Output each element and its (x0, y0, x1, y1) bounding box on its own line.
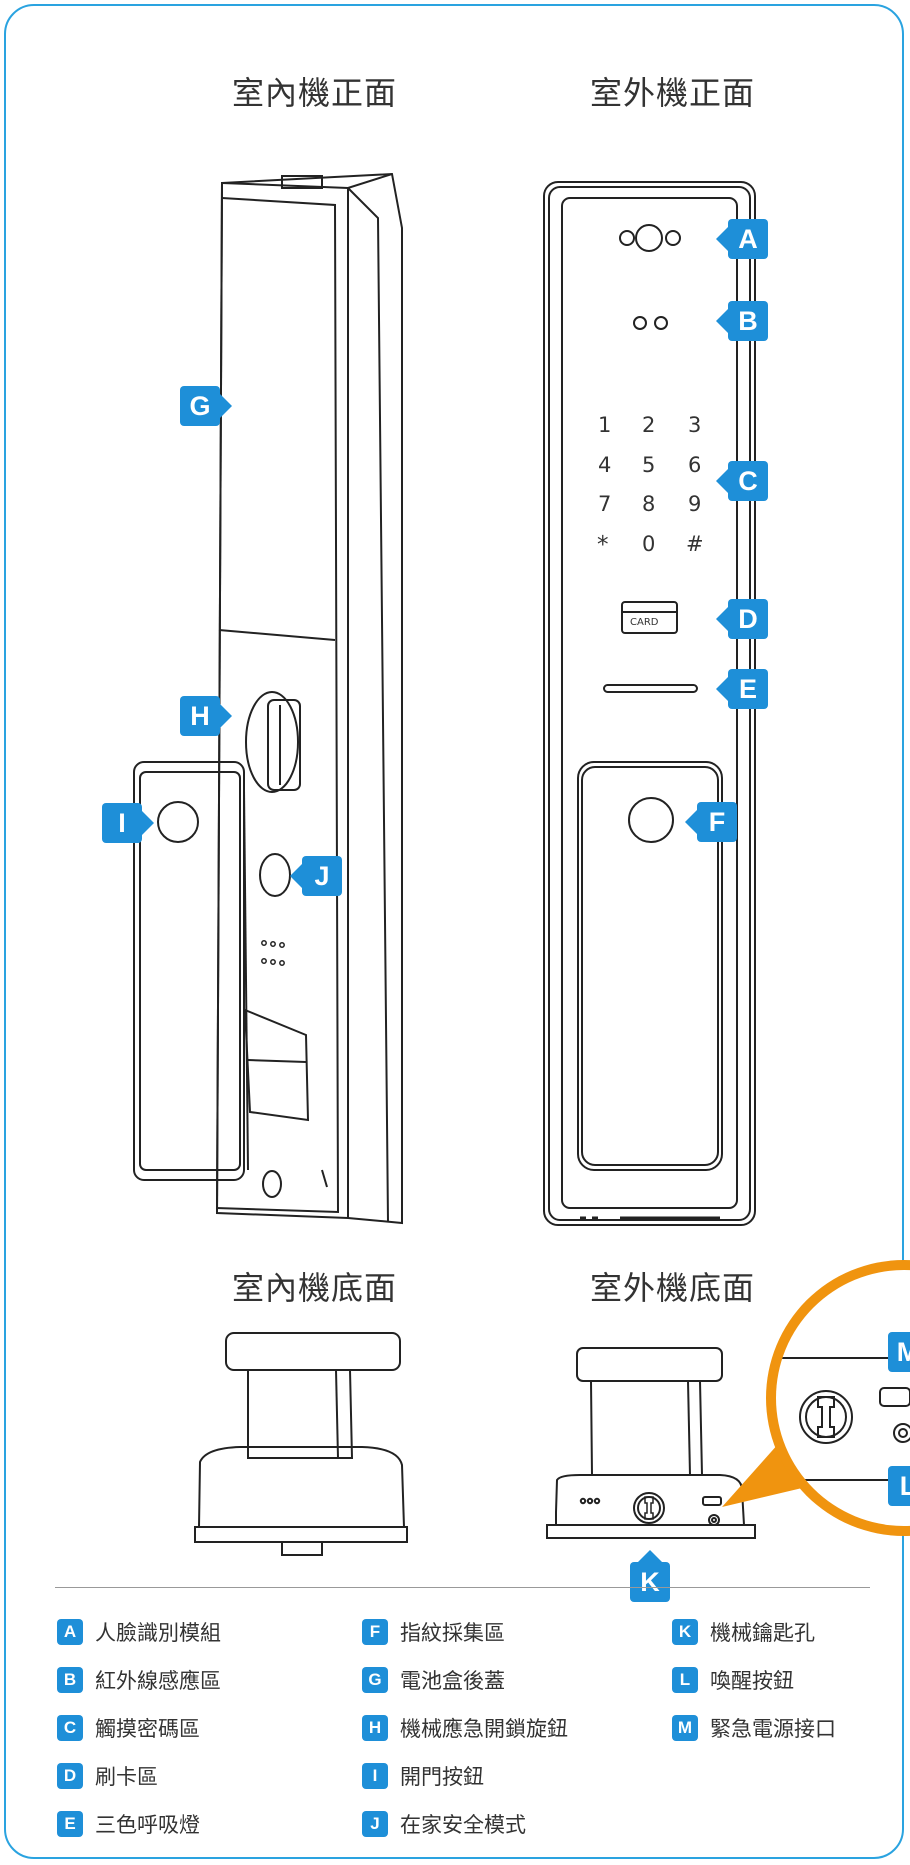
divider-line (55, 1587, 870, 1588)
key-6[interactable]: 6 (688, 453, 702, 477)
key-2[interactable]: 2 (642, 413, 656, 437)
legend-item-c: C 觸摸密碼區 (57, 1713, 200, 1743)
outdoor-unit-bottom (546, 1347, 756, 1539)
key-4[interactable]: 4 (598, 453, 612, 477)
legend-item-g: G 電池盒後蓋 (362, 1665, 505, 1695)
legend-label: 喚醒按鈕 (710, 1669, 794, 1693)
legend-letter: B (57, 1667, 83, 1693)
legend-letter: H (362, 1715, 388, 1741)
legend-item-i: I 開門按鈕 (362, 1761, 484, 1791)
legend-item-b: B 紅外線感應區 (57, 1665, 221, 1695)
callout-g: G (180, 386, 232, 426)
page-frame (4, 4, 904, 1859)
indoor-bottom-title: 室內機底面 (232, 1269, 398, 1307)
outdoor-bottom-title: 室外機底面 (590, 1269, 756, 1307)
callout-d: D (716, 599, 768, 639)
legend-label: 緊急電源接口 (710, 1717, 836, 1741)
legend-item-h: H 機械應急開鎖旋鈕 (362, 1713, 568, 1743)
legend-letter: L (672, 1667, 698, 1693)
indoor-unit-bottom (194, 1332, 408, 1556)
legend-letter: D (57, 1763, 83, 1789)
callout-a: A (716, 219, 768, 259)
legend-label: 機械應急開鎖旋鈕 (400, 1717, 568, 1741)
legend-item-j: J 在家安全模式 (362, 1809, 526, 1839)
legend-item-d: D 刷卡區 (57, 1761, 158, 1791)
legend-item-l: L 喚醒按鈕 (672, 1665, 794, 1695)
key-0[interactable]: 0 (642, 532, 656, 556)
key-3[interactable]: 3 (688, 413, 702, 437)
callout-l: L (888, 1466, 910, 1506)
legend-label: 三色呼吸燈 (95, 1813, 200, 1837)
key-5[interactable]: 5 (642, 453, 656, 477)
outdoor-front-title: 室外機正面 (590, 74, 756, 112)
legend-item-m: M 緊急電源接口 (672, 1713, 836, 1743)
legend-label: 觸摸密碼區 (95, 1717, 200, 1741)
legend-letter: C (57, 1715, 83, 1741)
legend-item-k: K 機械鑰匙孔 (672, 1617, 815, 1647)
callout-f: F (685, 802, 737, 842)
legend-letter: M (672, 1715, 698, 1741)
magnifier-detail (722, 1260, 910, 1536)
legend-item-f: F 指紋採集區 (362, 1617, 505, 1647)
key-star[interactable]: * (597, 532, 609, 558)
callout-c: C (716, 461, 768, 501)
legend-letter: F (362, 1619, 388, 1645)
legend-label: 刷卡區 (95, 1765, 158, 1789)
legend-letter: G (362, 1667, 388, 1693)
key-hash[interactable]: # (686, 532, 704, 556)
card-reader-label: CARD (630, 617, 659, 628)
key-9[interactable]: 9 (688, 492, 702, 516)
indoor-unit-front (133, 172, 403, 1225)
key-7[interactable]: 7 (598, 492, 612, 516)
key-8[interactable]: 8 (642, 492, 656, 516)
callout-b: B (716, 301, 768, 341)
callout-j: J (290, 856, 342, 896)
key-1[interactable]: 1 (598, 413, 612, 437)
callout-h: H (180, 696, 232, 736)
callout-e: E (716, 669, 768, 709)
legend-label: 電池盒後蓋 (400, 1669, 505, 1693)
legend-label: 紅外線感應區 (95, 1669, 221, 1693)
legend-letter: J (362, 1811, 388, 1837)
legend-label: 開門按鈕 (400, 1765, 484, 1789)
legend-label: 機械鑰匙孔 (710, 1621, 815, 1645)
callout-k: K (630, 1550, 670, 1602)
legend-label: 在家安全模式 (400, 1813, 526, 1837)
legend-letter: A (57, 1619, 83, 1645)
callout-i: I (102, 803, 154, 843)
legend-label: 指紋採集區 (400, 1621, 505, 1645)
legend-item-a: A 人臉識別模組 (57, 1617, 221, 1647)
legend-label: 人臉識別模組 (95, 1621, 221, 1645)
indoor-front-title: 室內機正面 (232, 74, 398, 112)
legend-letter: I (362, 1763, 388, 1789)
legend-item-e: E 三色呼吸燈 (57, 1809, 200, 1839)
legend-letter: E (57, 1811, 83, 1837)
legend-letter: K (672, 1619, 698, 1645)
callout-m: M (888, 1332, 910, 1372)
outdoor-unit-front (543, 181, 756, 1226)
